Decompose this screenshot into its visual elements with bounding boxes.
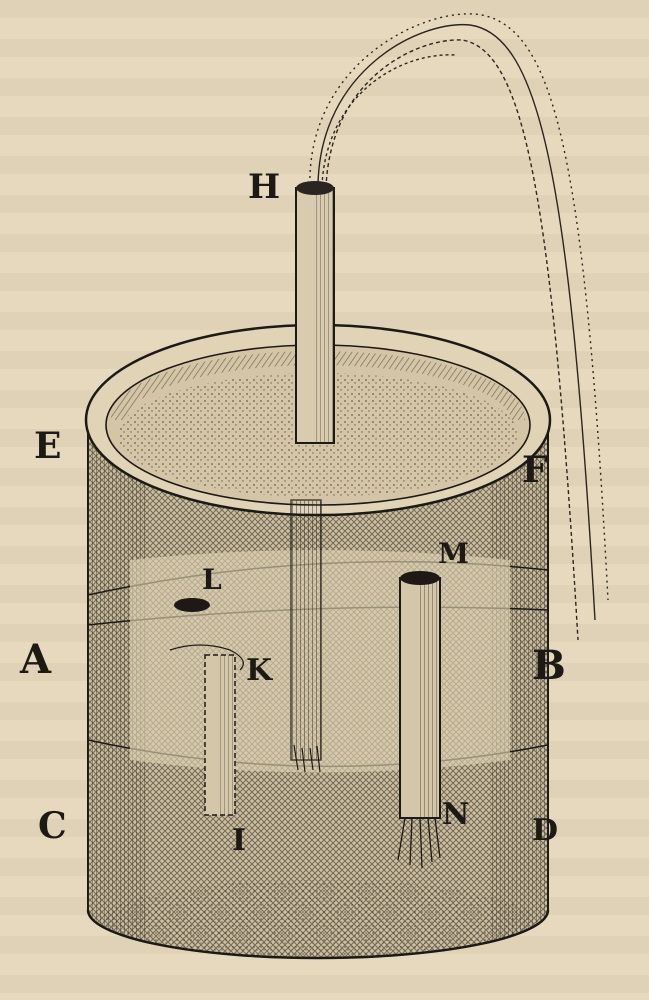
label-h: H [248, 167, 281, 207]
label-a: A [20, 636, 52, 683]
tube-h [290, 181, 335, 773]
label-i: I [232, 823, 247, 858]
water-jet [309, 13, 609, 641]
label-b: B [532, 642, 566, 689]
label-m: M [438, 537, 469, 570]
label-n: N [442, 797, 470, 832]
opening-l [174, 598, 210, 612]
label-c: C [38, 805, 67, 847]
label-d: D [532, 813, 559, 848]
label-l: L [202, 563, 222, 596]
tube-i [169, 644, 244, 816]
label-k: K [246, 653, 273, 688]
label-f: F [522, 449, 548, 491]
label-e: E [34, 425, 62, 467]
tube-m [397, 571, 441, 869]
